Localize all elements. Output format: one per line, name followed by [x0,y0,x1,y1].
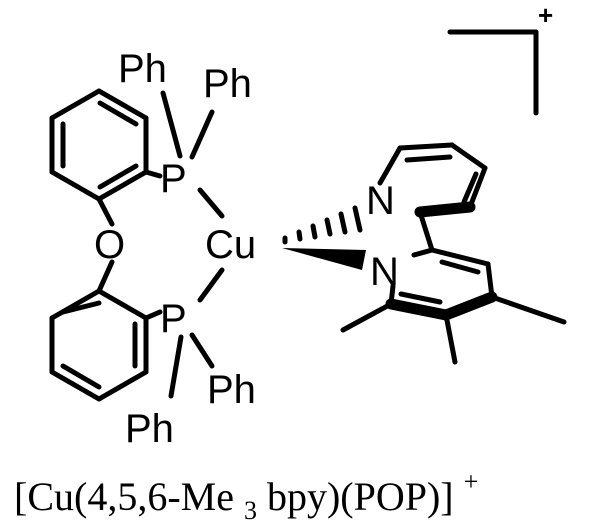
atom-oxygen: O [94,223,125,267]
bond-o-upper-ring [96,196,115,227]
caption-suffix: bpy)(POP)] [267,474,454,519]
bond-o-lower-ring [96,259,115,294]
bond-p-top-ph-right [189,109,215,160]
compound-caption: [Cu(4,5,6-Me 3 bpy)(POP)] + [14,467,478,528]
solid-wedge-cu-n-bottom [282,248,366,270]
charge-bracket [447,29,539,116]
upper-benzene-ring [49,88,149,202]
caption-superscript: + [464,467,479,496]
atom-copper: Cu [205,223,256,267]
bond-p-bottom-ph-left [168,334,184,399]
bond-p-bottom-ph-right [189,332,215,369]
atom-ph-p1-left: Ph [118,47,167,91]
atom-ph-p1-right: Ph [203,62,252,106]
atom-n-bottom: N [370,250,399,294]
bond-p-bottom-cu [197,267,225,303]
hashed-wedge-cu-n-top [282,205,363,245]
bond-ring-p-bottom [143,309,163,321]
atom-p-bottom: P [160,297,187,341]
atom-n-top: N [366,179,395,223]
bond-p-top-cu [197,187,225,219]
atom-p-top: P [160,157,187,201]
lower-benzene-ring [49,288,149,402]
caption-subscript: 3 [244,496,257,525]
bond-bipyridyl [417,209,435,253]
methyl-bond-5 [443,312,458,365]
atom-ph-p2-right: Ph [207,368,256,412]
caption-prefix: [Cu(4,5,6-Me [14,474,234,519]
bond-ring-p-top [143,169,163,179]
methyl-bond-6 [340,301,394,333]
charge-sign: + [538,0,553,30]
lower-pyridine-ring [385,247,498,321]
bond-p-top-ph-left [160,90,183,159]
atom-ph-p2-left: Ph [125,407,174,451]
upper-pyridine-ring [377,142,488,218]
methyl-bond-4 [489,294,567,325]
